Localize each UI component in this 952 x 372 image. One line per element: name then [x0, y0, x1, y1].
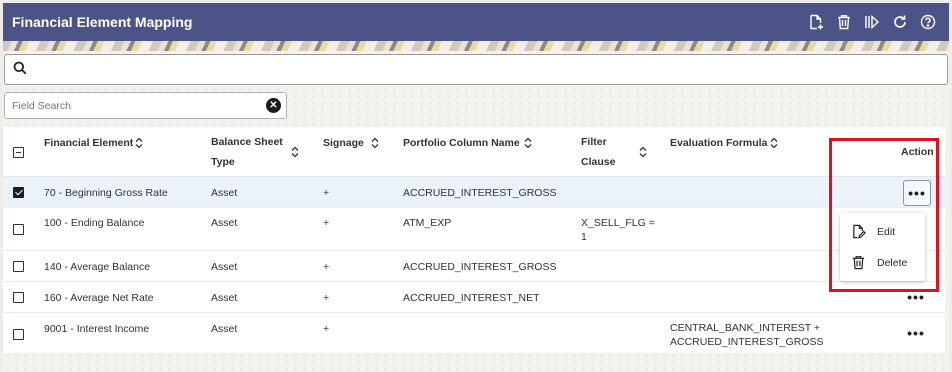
column-header-portfolio-column-name[interactable]: Portfolio Column Name [403, 137, 520, 149]
sort-icon[interactable] [769, 137, 779, 149]
menu-item-delete[interactable]: Delete [840, 249, 925, 277]
search-input[interactable] [33, 55, 947, 84]
financial-element-cell: 160 - Average Net Rate [44, 292, 154, 304]
financial-element-table: Financial Element Balance Sheet Type Sig… [3, 127, 945, 353]
column-header-signage[interactable]: Signage [323, 137, 364, 149]
table-row[interactable]: 9001 - Interest Income Asset + CENTRAL_B… [3, 313, 945, 353]
row-actions-menu: Edit Delete [840, 213, 925, 281]
menu-item-edit[interactable]: Edit [840, 218, 925, 246]
signage-cell: + [323, 323, 330, 335]
signage-cell: + [323, 261, 330, 273]
column-header-financial-element[interactable]: Financial Element [44, 137, 134, 149]
evaluation-formula-cell: CENTRAL_BANK_INTEREST + [670, 322, 821, 334]
column-header-action: Action [901, 146, 934, 158]
sort-icon[interactable] [290, 146, 300, 158]
refresh-icon[interactable] [891, 13, 909, 31]
field-search[interactable]: ✕ [4, 92, 287, 119]
signage-cell: + [323, 217, 330, 229]
page-title: Financial Element Mapping [12, 14, 193, 30]
filter-clause-cell: X_SELL_FLG = [581, 217, 655, 229]
sort-icon[interactable] [370, 137, 380, 149]
balance-sheet-type-cell: Asset [211, 292, 238, 304]
balance-sheet-type-cell: Asset [211, 187, 238, 199]
header-toolbar [807, 13, 937, 31]
portfolio-column-cell: ACCRUED_INTEREST_GROSS [403, 187, 557, 199]
global-search[interactable] [4, 54, 948, 85]
financial-element-cell: 9001 - Interest Income [44, 323, 150, 335]
row-checkbox[interactable] [13, 261, 24, 272]
clear-icon[interactable]: ✕ [266, 98, 281, 113]
trash-icon[interactable] [835, 13, 853, 31]
financial-element-cell: 140 - Average Balance [44, 261, 151, 273]
table-row[interactable]: 140 - Average Balance Asset + ACCRUED_IN… [3, 251, 945, 282]
add-document-icon[interactable] [807, 13, 825, 31]
balance-sheet-type-cell: Asset [211, 261, 238, 273]
table-row[interactable]: 70 - Beginning Gross Rate Asset + ACCRUE… [3, 177, 945, 208]
signage-cell: + [323, 187, 330, 199]
sort-icon[interactable] [134, 137, 144, 149]
run-icon[interactable] [863, 13, 881, 31]
evaluation-formula-cell-line2: ACCRUED_INTEREST_GROSS [670, 336, 824, 348]
page-header: Financial Element Mapping [3, 3, 949, 41]
table-row[interactable]: 100 - Ending Balance Asset + ATM_EXP X_S… [3, 208, 945, 251]
financial-element-cell: 100 - Ending Balance [44, 217, 145, 229]
decorative-banner [3, 41, 949, 51]
portfolio-column-cell: ACCRUED_INTEREST_NET [403, 292, 540, 304]
column-header-balance-sheet-type[interactable]: Balance Sheet [211, 136, 283, 148]
field-search-input[interactable] [12, 99, 266, 112]
balance-sheet-type-cell: Asset [211, 323, 238, 335]
search-icon [13, 61, 27, 78]
sort-icon[interactable] [523, 137, 533, 149]
financial-element-cell: 70 - Beginning Gross Rate [44, 187, 168, 199]
menu-item-edit-label: Edit [877, 226, 896, 238]
filter-clause-cell-line2: 1 [581, 231, 587, 243]
column-header-balance-sheet-type-line2: Type [211, 156, 235, 168]
portfolio-column-cell: ACCRUED_INTEREST_GROSS [403, 261, 557, 273]
row-checkbox[interactable] [13, 329, 24, 340]
row-actions-button[interactable]: ••• [907, 325, 925, 341]
column-header-filter-clause-line2: Clause [581, 156, 616, 168]
row-checkbox[interactable] [13, 187, 24, 198]
column-header-evaluation-formula[interactable]: Evaluation Formula [670, 137, 768, 149]
edit-icon [851, 224, 867, 240]
portfolio-column-cell: ATM_EXP [403, 217, 452, 229]
row-checkbox[interactable] [13, 292, 24, 303]
row-actions-button[interactable]: ••• [903, 180, 931, 206]
column-header-filter-clause[interactable]: Filter [581, 136, 607, 148]
table-header: Financial Element Balance Sheet Type Sig… [3, 127, 945, 177]
sort-icon[interactable] [638, 146, 648, 158]
signage-cell: + [323, 292, 330, 304]
table-row[interactable]: 160 - Average Net Rate Asset + ACCRUED_I… [3, 282, 945, 313]
row-checkbox[interactable] [13, 224, 24, 235]
row-actions-button[interactable]: ••• [907, 289, 925, 305]
trash-icon [851, 255, 867, 271]
select-all-checkbox[interactable] [13, 147, 24, 158]
menu-item-delete-label: Delete [877, 257, 908, 269]
help-icon[interactable] [919, 13, 937, 31]
balance-sheet-type-cell: Asset [211, 217, 238, 229]
